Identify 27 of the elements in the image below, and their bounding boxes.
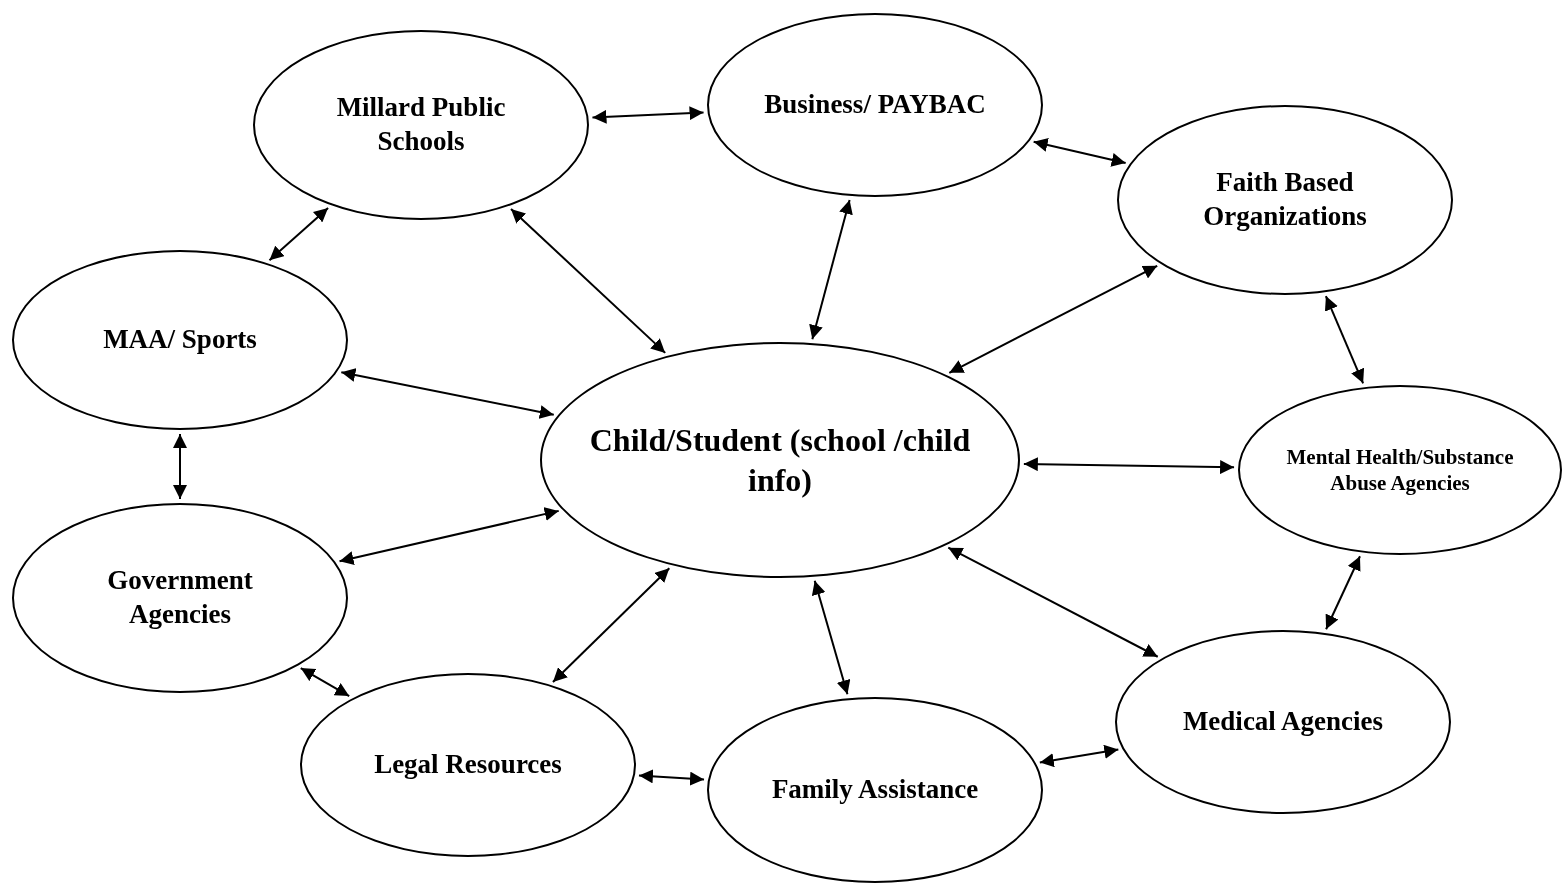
double-arrow <box>299 667 351 698</box>
double-arrow <box>1038 744 1120 768</box>
double-arrow <box>173 433 187 500</box>
node-label: MAA/ Sports <box>103 323 257 357</box>
node-label: Faith Based Organizations <box>1202 166 1368 233</box>
double-arrow <box>947 546 1159 658</box>
node-label: Legal Resources <box>374 748 562 782</box>
double-arrow <box>948 264 1159 374</box>
double-arrow <box>551 567 671 683</box>
double-arrow <box>811 579 851 696</box>
node-label: Business/ PAYBAC <box>764 88 986 122</box>
node-label: Child/Student (school /child info) <box>588 421 972 500</box>
node-label: Mental Health/Substance Abuse Agencies <box>1285 443 1515 497</box>
double-arrow <box>809 198 853 341</box>
node-label: Family Assistance <box>771 773 979 807</box>
double-arrow <box>510 208 667 354</box>
double-arrow <box>338 507 560 565</box>
double-arrow <box>268 206 330 262</box>
node-label: Millard Public Schools <box>335 91 507 158</box>
node-label: Government Agencies <box>106 564 254 631</box>
double-arrow <box>1324 295 1365 385</box>
double-arrow <box>637 769 706 786</box>
double-arrow <box>1022 457 1236 475</box>
double-arrow <box>1325 555 1361 631</box>
node-label: Medical Agencies <box>1182 705 1384 739</box>
double-arrow <box>340 368 555 419</box>
double-arrow <box>591 106 705 124</box>
